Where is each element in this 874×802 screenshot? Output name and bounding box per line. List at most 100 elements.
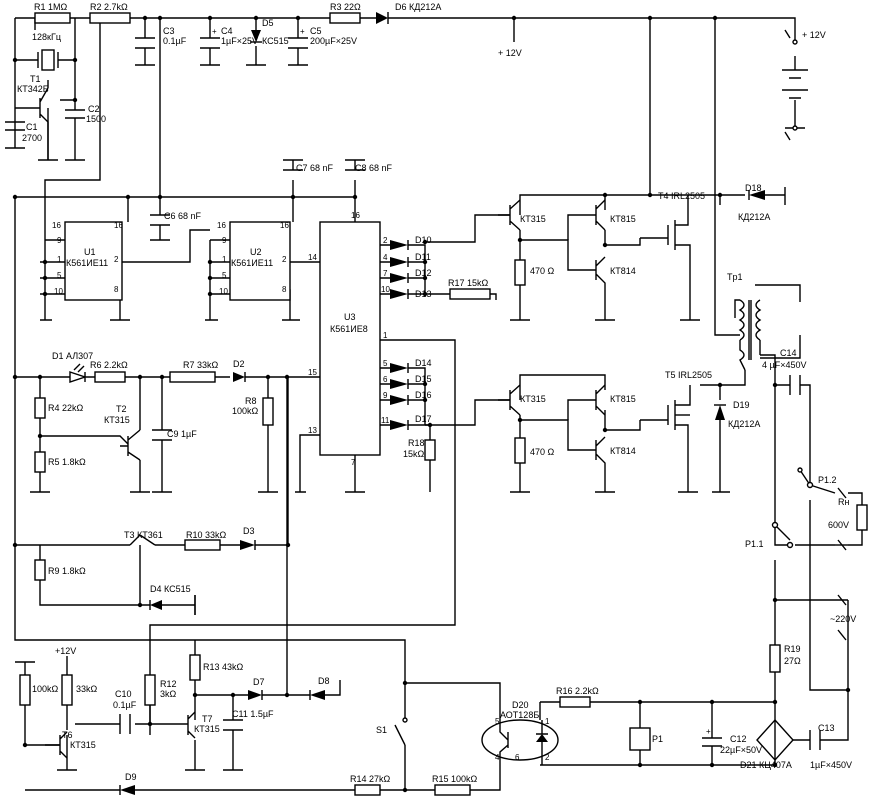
r12-label: R12 xyxy=(160,679,177,689)
r6-label: R6 2.2kΩ xyxy=(90,360,128,370)
c10-value: 0.1µF xyxy=(113,700,137,710)
c1-value: 2700 xyxy=(22,133,42,143)
u2-label: U2 xyxy=(250,247,262,257)
r8-value: 100kΩ xyxy=(232,406,259,416)
pin: 2 xyxy=(282,255,287,264)
r8-label: R8 xyxy=(245,396,257,406)
c14-label: C14 xyxy=(780,348,797,358)
r16-label: R16 2.2kΩ xyxy=(556,686,599,696)
pin: 16 xyxy=(52,221,61,230)
u3-label: U3 xyxy=(344,312,356,322)
r19-label: R19 xyxy=(784,644,801,654)
r3-label: R3 22Ω xyxy=(330,2,361,12)
u1-type: К561ИЕ11 xyxy=(66,258,108,268)
transistor-symbols xyxy=(15,87,691,759)
pin: 10 xyxy=(381,285,390,294)
resistor-symbols xyxy=(19,12,868,796)
pin: 1 xyxy=(57,255,62,264)
transformer-symbol xyxy=(738,299,762,371)
pin: 10 xyxy=(54,287,63,296)
wires xyxy=(14,17,863,791)
c12-value: 22µF×50V xyxy=(720,745,762,755)
pin: 5 xyxy=(222,271,227,280)
d4-label: D4 КС515 xyxy=(150,584,191,594)
switch-s1 xyxy=(394,717,408,746)
c3-label: C3 xyxy=(163,26,175,36)
r17-label: R17 15kΩ xyxy=(448,278,489,288)
r-100k-label: 100kΩ xyxy=(32,684,59,694)
c7-label: C7 68 nF xyxy=(296,163,334,173)
pin: 4 xyxy=(495,753,500,762)
d5-value: КС515 xyxy=(262,36,289,46)
pin: 9 xyxy=(57,236,62,245)
d8-label: D8 xyxy=(318,676,330,686)
optocoupler-d20 xyxy=(481,702,559,765)
kt814-bottom: КТ814 xyxy=(610,446,636,456)
d14-label: D14 xyxy=(415,358,432,368)
u1-label: U1 xyxy=(84,247,96,257)
d20-label: D20 xyxy=(512,700,529,710)
pin: 9 xyxy=(383,391,388,400)
ac220-label: ~220V xyxy=(830,614,856,624)
d17-label: D17 xyxy=(415,414,432,424)
d3-label: D3 xyxy=(243,526,255,536)
kt815-top: КТ815 xyxy=(610,214,636,224)
r1-label: R1 1MΩ xyxy=(34,2,68,12)
pin: 8 xyxy=(114,285,119,294)
d19-type: КД212А xyxy=(728,419,760,429)
d21-label: D21 КЦ407А xyxy=(740,760,792,770)
r13-label: R13 43kΩ xyxy=(203,662,244,672)
pin: 13 xyxy=(308,426,317,435)
pin: 2 xyxy=(114,255,119,264)
r10-label: R10 33kΩ xyxy=(186,530,227,540)
pin: 7 xyxy=(383,269,388,278)
r18-value: 15kΩ xyxy=(403,449,425,459)
chip-outlines xyxy=(64,221,381,456)
t7-type: КТ315 xyxy=(194,724,220,734)
d7-label: D7 xyxy=(253,677,265,687)
c2-value: 1500 xyxy=(86,114,106,124)
kt815-bottom: КТ815 xyxy=(610,394,636,404)
r12-value: 3kΩ xyxy=(160,689,177,699)
rn-value: 600V xyxy=(828,520,849,530)
t1-type: КТ342Б xyxy=(17,84,49,94)
t1-label: T1 xyxy=(30,74,41,84)
d12-label: D12 xyxy=(415,268,432,278)
c9-label: C9 1µF xyxy=(167,429,197,439)
d6-label: D6 КД212А xyxy=(395,2,441,12)
pin: 6 xyxy=(383,375,388,384)
r9-label: R9 1.8kΩ xyxy=(48,566,86,576)
pin: 1 xyxy=(222,255,227,264)
d2-label: D2 xyxy=(233,359,245,369)
pin: 16 xyxy=(280,221,289,230)
c12-label: C12 xyxy=(730,734,747,744)
relay-symbols xyxy=(629,29,847,751)
d13-label: D13 xyxy=(415,289,432,299)
kt814-top: КТ814 xyxy=(610,266,636,276)
r18-label: R18 xyxy=(408,438,425,448)
pin: 9 xyxy=(222,236,227,245)
c13-value: 1µF×450V xyxy=(810,760,852,770)
d18-label: D18 xyxy=(745,183,762,193)
pin: 16 xyxy=(114,221,123,230)
t2-type: КТ315 xyxy=(104,415,130,425)
t6-type: КТ315 xyxy=(70,740,96,750)
c2-label: C2 xyxy=(88,104,100,114)
pin: 14 xyxy=(308,253,317,262)
svg-text:+: + xyxy=(300,27,305,36)
pin: 2 xyxy=(383,236,388,245)
p1-label: P1 xyxy=(652,734,663,744)
c1-label: C1 xyxy=(26,122,38,132)
cap-plus-signs: + + + xyxy=(212,27,711,736)
pin: 8 xyxy=(282,285,287,294)
t7-label: T7 xyxy=(202,714,213,724)
c10-label: C10 xyxy=(115,689,132,699)
pin-numbers: 16 16 9 1 5 10 2 8 16 16 9 1 5 10 2 8 16… xyxy=(52,211,550,762)
labels: R1 1MΩ R2 2.7kΩ C3 0.1µF C4 1µF×25V D5 К… xyxy=(17,2,856,784)
d20-type: АОТ128Б xyxy=(500,710,539,720)
pin: 1 xyxy=(545,717,550,726)
c3-value: 0.1µF xyxy=(163,36,187,46)
d19-label: D19 xyxy=(733,400,750,410)
battery-symbol xyxy=(782,39,808,131)
